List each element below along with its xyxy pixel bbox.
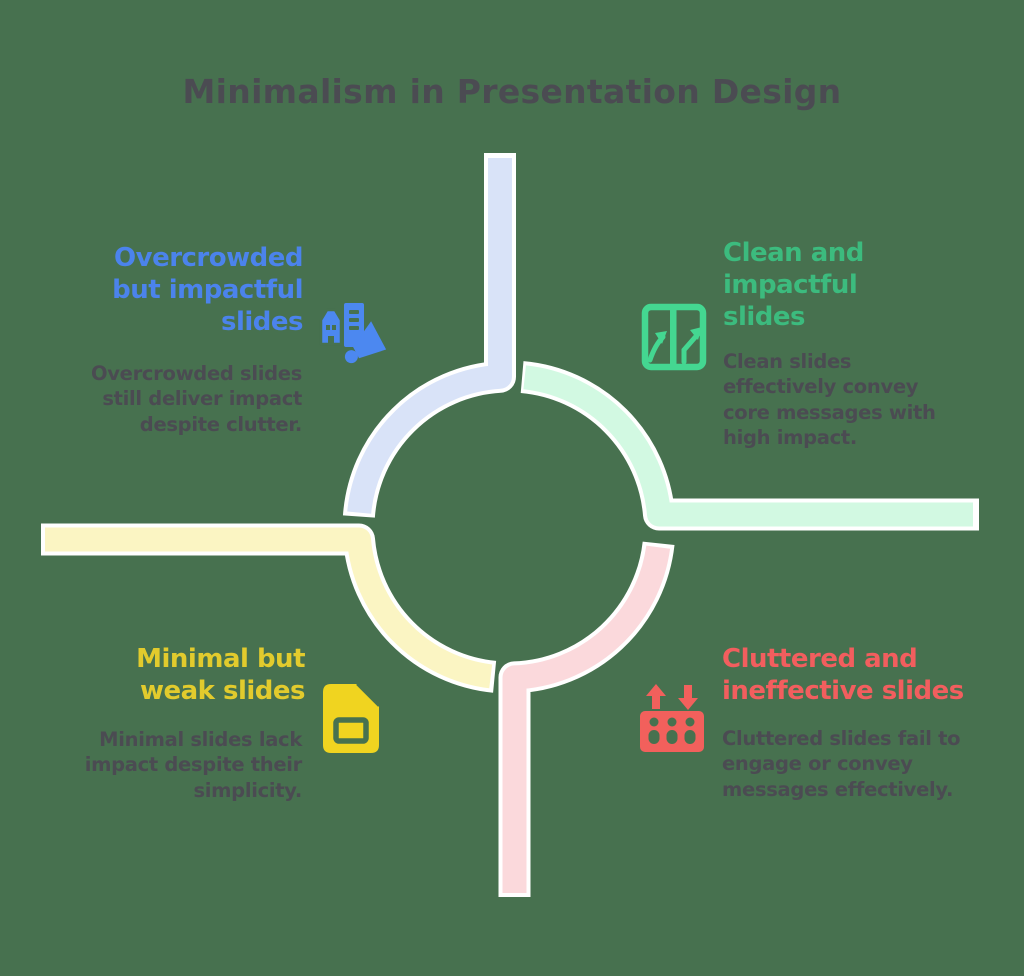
quadrant-description-cluttered: Cluttered slides fail to engage or conve… (722, 727, 961, 801)
quadrant-heading-minimal: Minimal but weak slides (136, 644, 305, 706)
right-connector-arc-green (523, 365, 973, 527)
bottom-connector-arc-pink (502, 545, 671, 893)
audience-engagement-arrows-icon (640, 684, 704, 752)
quadrant-description-clean: Clean slides effectively convey core mes… (723, 350, 936, 450)
quadrant-description-overcrowded: Overcrowded slides still deliver impact … (90, 362, 302, 436)
quadrant-heading-overcrowded: Overcrowded but impactful slides (112, 243, 303, 337)
page-title: Minimalism in Presentation Design (182, 72, 842, 111)
top-connector-arc-blue (347, 158, 512, 514)
slide-comparison-arrows-icon (641, 303, 707, 371)
presentation-document-icon (323, 684, 379, 753)
buildings-megaphone-icon (319, 303, 386, 364)
quadrant-heading-clean: Clean and impactful slides (723, 238, 864, 332)
quadrant-heading-cluttered: Cluttered and ineffective slides (722, 644, 964, 706)
quadrant-description-minimal: Minimal slides lack impact despite their… (84, 728, 303, 802)
left-connector-arc-yellow (45, 527, 493, 689)
